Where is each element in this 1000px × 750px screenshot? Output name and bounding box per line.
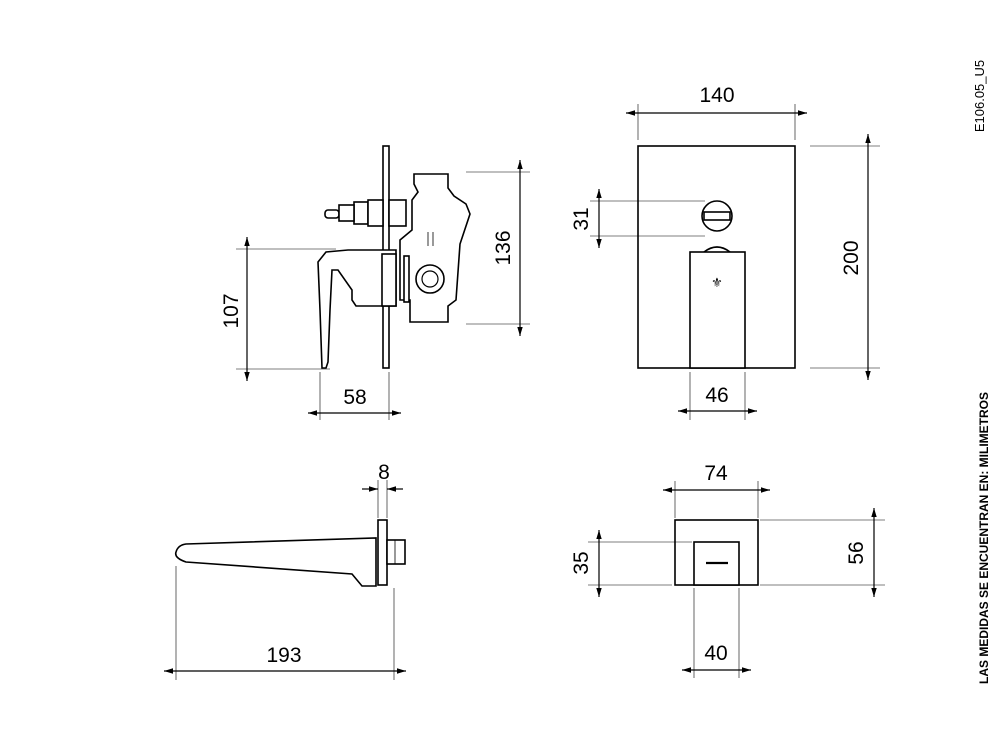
units-note: LAS MEDIDAS SE ENCUENTRAN EN: MILIMETROS [977,392,991,684]
front-view-plate: ⚜ [637,145,796,369]
side-handle-lever [317,249,397,369]
front-handle-logo: ⚜ [711,275,723,290]
dim-spout-front-width: 74 [704,462,728,485]
side-cartridge-ring [403,255,410,303]
dim-front-knob-offset: 31 [570,207,593,230]
dim-front-width: 140 [699,84,734,107]
side-cartridge-inner [421,270,439,288]
side-view-dimensions: 136 107 58 [220,160,530,420]
side-knob-neck [388,199,407,227]
spout-connector [386,539,406,565]
dim-spout-length: 193 [266,644,301,667]
spout-body [174,537,377,587]
side-knob-stem [353,201,369,225]
front-diverter-slot [703,211,731,221]
drawing-code: E106.05_U5 [972,60,987,132]
side-view-mixer [317,145,471,369]
spout-front-view [674,519,759,586]
side-cartridge-outer [415,264,445,294]
dim-front-height: 200 [840,240,863,275]
front-handle-lever [689,251,746,369]
side-knob-tip [324,209,340,219]
dim-spout-outlet-height: 35 [570,551,593,574]
side-valve-body [399,173,471,323]
dim-spout-plate: 8 [378,461,390,484]
spout-side-dimensions: 193 8 [164,461,406,680]
dim-side-depth: 58 [343,386,366,409]
side-knob-sleeve [367,199,384,227]
dim-front-handle-width: 46 [705,384,728,407]
spout-side-view [174,519,406,587]
dim-spout-outlet-width: 40 [704,642,727,665]
side-handle-base [381,253,397,307]
front-view-dimensions: 140 200 31 46 [570,84,880,420]
spout-wall-plate [377,519,388,586]
side-knob-collar [338,204,355,222]
front-handle-cap [703,246,731,253]
dim-side-handle-height: 107 [220,293,243,328]
spout-front-dimensions: 74 56 35 40 [570,462,885,678]
dim-spout-front-height: 56 [845,541,868,564]
dim-side-height-total: 136 [492,230,515,265]
